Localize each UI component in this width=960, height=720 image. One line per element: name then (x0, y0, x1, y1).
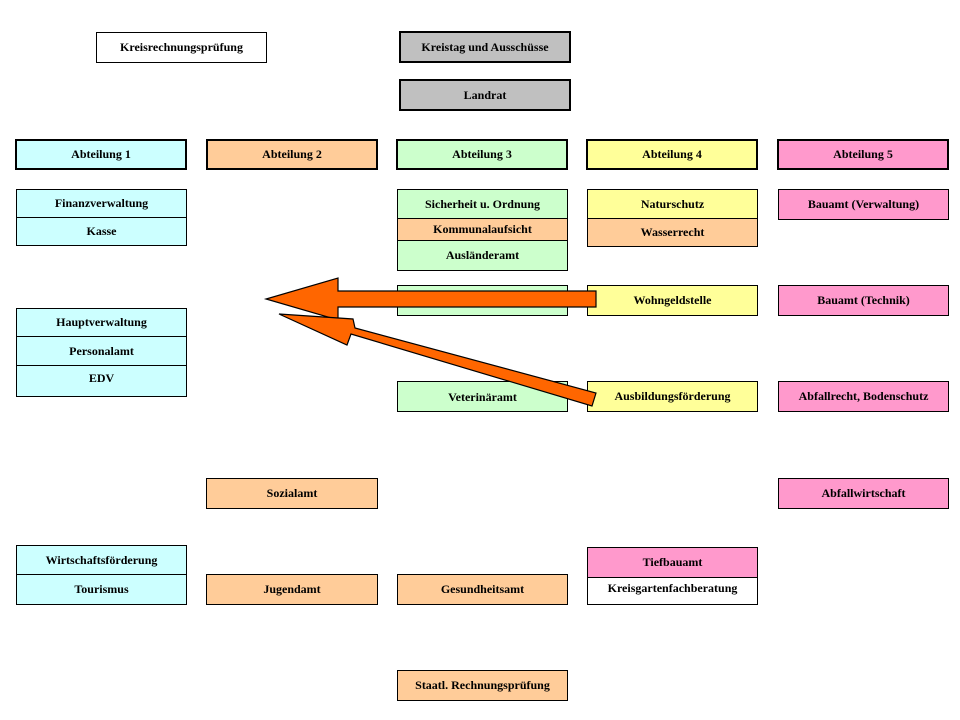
wasserrecht-box: Wasserrecht (587, 218, 758, 247)
abfallrecht-bodenschutz-box: Abfallrecht, Bodenschutz (778, 381, 949, 412)
abteilung-3-header: Abteilung 3 (396, 139, 568, 170)
sicherheit-ordnung-box: Sicherheit u. Ordnung (397, 189, 568, 219)
jugendamt-box: Jugendamt (206, 574, 378, 605)
bauamt-technik-box: Bauamt (Technik) (778, 285, 949, 316)
abteilung-5-header: Abteilung 5 (777, 139, 949, 170)
finanzverwaltung-box: Finanzverwaltung (16, 189, 187, 218)
edv-box: EDV (16, 365, 187, 397)
personalamt-box: Personalamt (16, 336, 187, 366)
empty-green-box (397, 285, 568, 316)
sozialamt-box: Sozialamt (206, 478, 378, 509)
bauamt-verwaltung-box: Bauamt (Verwaltung) (778, 189, 949, 220)
abteilung-2-header: Abteilung 2 (206, 139, 378, 170)
kommunalaufsicht-box: Kommunalaufsicht (397, 218, 568, 241)
hauptverwaltung-box: Hauptverwaltung (16, 308, 187, 337)
kreisrechnungspruefung-box: Kreisrechnungsprüfung (96, 32, 267, 63)
landrat-box: Landrat (399, 79, 571, 111)
gesundheitsamt-box: Gesundheitsamt (397, 574, 568, 605)
naturschutz-box: Naturschutz (587, 189, 758, 219)
tiefbauamt-box: Tiefbauamt (587, 547, 758, 578)
abteilung-1-header: Abteilung 1 (15, 139, 187, 170)
kreistag-box: Kreistag und Ausschüsse (399, 31, 571, 63)
abfallwirtschaft-box: Abfallwirtschaft (778, 478, 949, 509)
veterinaeramt-box: Veterinäramt (397, 381, 568, 412)
auslaenderamt-box: Ausländeramt (397, 240, 568, 271)
abteilung-4-header: Abteilung 4 (586, 139, 758, 170)
tourismus-box: Tourismus (16, 574, 187, 605)
ausbildungsfoerderung-box: Ausbildungsförderung (587, 381, 758, 412)
kreisgartenfachberatung-box: Kreisgartenfachberatung (587, 577, 758, 605)
kasse-box: Kasse (16, 217, 187, 246)
wohngeldstelle-box: Wohngeldstelle (587, 285, 758, 316)
staatl-rechnungspruefung-box: Staatl. Rechnungsprüfung (397, 670, 568, 701)
wirtschaftsfoerderung-box: Wirtschaftsförderung (16, 545, 187, 575)
